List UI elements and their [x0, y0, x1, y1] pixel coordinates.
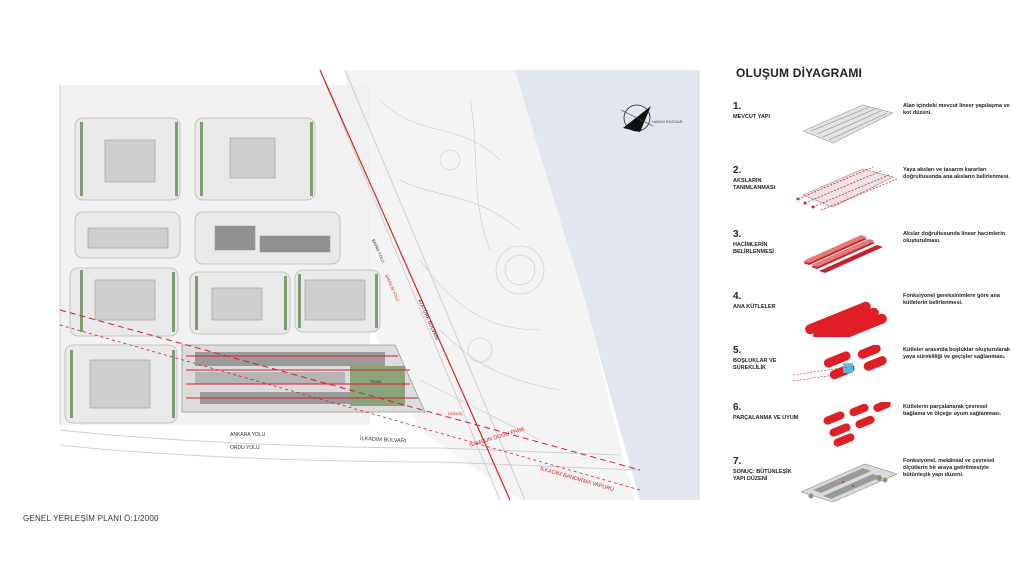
step-number: 1.	[733, 101, 742, 112]
step-6: 6. PARÇALANMA VE UYUM Kütlelerin parçala…	[733, 402, 1013, 458]
voids-icon	[793, 345, 887, 382]
step-3: 3. HACİMLERİN BELİRLENMESİ Akslar doğrul…	[733, 229, 1013, 285]
main-masses-icon	[805, 301, 887, 337]
step-description: Alan içindeki mevcut lineer yapılaşma ve…	[903, 103, 1010, 116]
tram-label: TRAM	[370, 379, 381, 384]
step-number: 7.	[733, 456, 742, 467]
fragmentation-icon	[823, 402, 891, 447]
step-label: SONUÇ: BÜTÜNLEŞİK YAPI DÜZENİ	[733, 469, 792, 482]
step-description: Fonksiyonel gereksinimlere göre ana kütl…	[903, 293, 1000, 306]
step-number: 5.	[733, 345, 742, 356]
north-arrow-icon	[620, 104, 654, 132]
step-number: 3.	[733, 229, 742, 240]
sea-area	[515, 70, 700, 500]
step-label: BOŞLUKLAR VE SÜREKLİLİK	[733, 358, 777, 371]
ankara-yolu-label: ANKARA YOLU	[230, 432, 266, 438]
buildings	[87, 137, 366, 409]
step-description: Fonksiyonel, mekânsal ve çevresel ölçütl…	[903, 458, 995, 478]
axes-definition-icon	[796, 166, 898, 211]
step-label: PARÇALANMA VE UYUM	[733, 415, 799, 421]
site-plan: HAKİM RÜZGAR ANKARA YOLU ORDU YOLU İLKAD…	[59, 69, 700, 501]
roads	[59, 69, 641, 501]
ilkadim-bulvari-label: İLKADIM BULVARI	[360, 435, 407, 444]
step-label: ANA KÜTLELER	[733, 304, 776, 310]
step-description: Yaya aksları ve tasarım kararları doğrul…	[903, 167, 1010, 180]
step-label: AKSLARIN TANIMLANMASI	[733, 178, 776, 191]
final-layout-icon	[800, 463, 898, 502]
step-number: 2.	[733, 165, 742, 176]
plan-caption: GENEL YERLEŞİM PLANI Ö:1/2000	[23, 514, 159, 523]
step-number: 6.	[733, 402, 742, 413]
step-label: HACİMLERİN BELİRLENMESİ	[733, 242, 774, 255]
north-label: HAKİM RÜZGAR	[652, 119, 683, 124]
park-paths	[379, 99, 561, 441]
step-4: 4. ANA KÜTLELER Fonksiyonel gereksinimle…	[733, 291, 1013, 347]
step-2: 2. AKSLARIN TANIMLANMASI Yaya aksları ve…	[733, 165, 1013, 221]
step-description: Kütlelerin parçalanarak çevresel bağlama…	[903, 404, 1002, 417]
ring-label: DÖNÜŞ	[448, 411, 463, 416]
step-description: Kütleler arasında boşluklar oluşturulara…	[903, 347, 1010, 360]
diagram-title: OLUŞUM DİYAGRAMI	[736, 66, 863, 80]
step-7: 7. SONUÇ: BÜTÜNLEŞİK YAPI DÜZENİ Fonksiy…	[733, 456, 1013, 512]
axes	[59, 69, 641, 501]
existing-structure-icon	[802, 104, 894, 144]
step-label: MEVCUT YAPI	[733, 114, 770, 120]
step-number: 4.	[733, 291, 742, 302]
ordu-yolu-label: ORDU YOLU	[230, 445, 260, 451]
step-description: Akslar doğrultusunda lineer hacimlerin o…	[903, 231, 1006, 244]
volumes-icon	[803, 235, 883, 273]
step-1: 1. MEVCUT YAPI Alan içindeki mevcut line…	[733, 101, 1013, 157]
step-5: 5. BOŞLUKLAR VE SÜREKLİLİK Kütleler aras…	[733, 345, 1013, 401]
trees	[70, 122, 378, 418]
park-area	[345, 70, 635, 500]
project-site	[181, 344, 426, 413]
